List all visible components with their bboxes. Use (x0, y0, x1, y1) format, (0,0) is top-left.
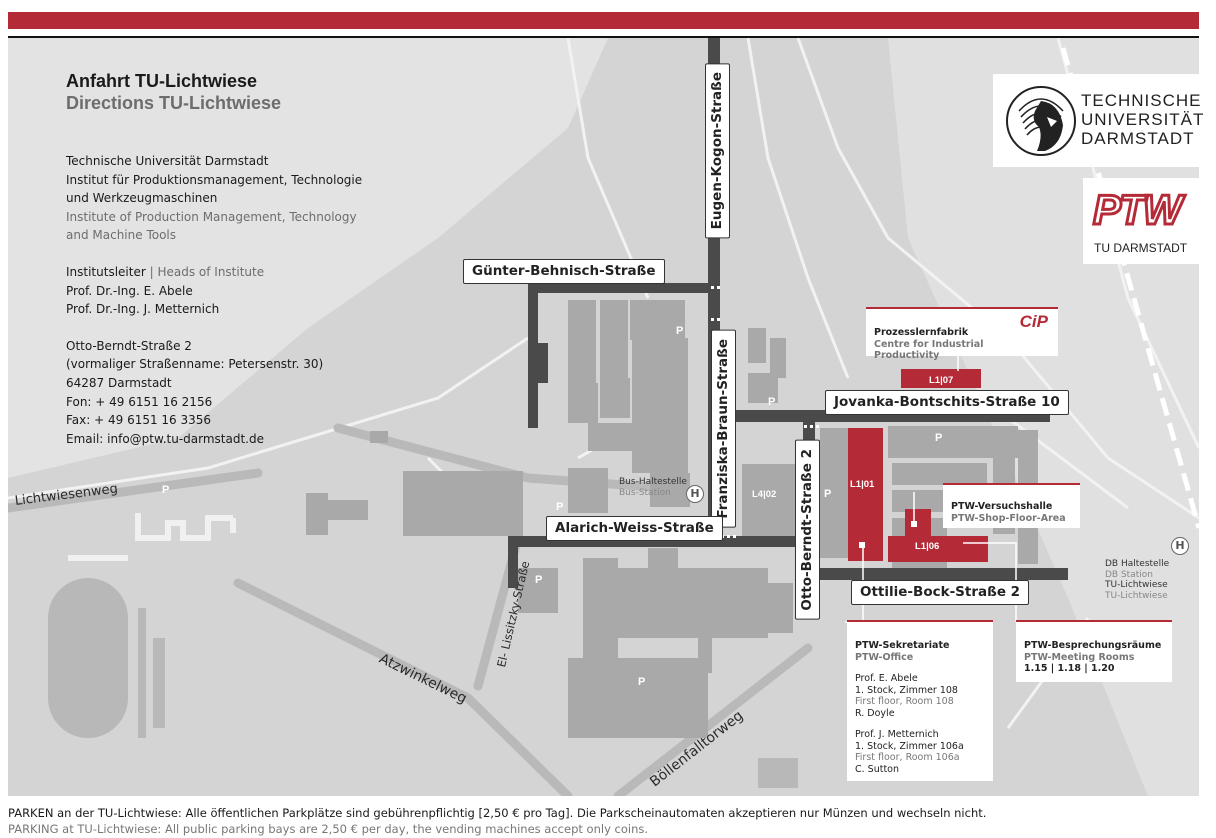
fax: Fax: + 49 6151 16 3356 (66, 413, 212, 428)
page-subtitle: Directions TU-Lichtwiese (66, 93, 282, 113)
org-line: und Werkzeugmaschinen (66, 191, 218, 206)
ptw-logo-mark: PTW (1091, 186, 1183, 233)
callout-versuchshalle[interactable]: PTW-Versuchshalle PTW-Shop-Floor-Area (943, 483, 1080, 528)
train-stop-icon: H (1171, 537, 1189, 555)
org-line-en: and Machine Tools (66, 228, 176, 243)
parking-label: P (162, 484, 170, 496)
top-divider (8, 36, 1199, 38)
tu-darmstadt-logo: TECHNISCHE UNIVERSITÄT DARMSTADT (993, 74, 1203, 167)
street-alarich-weiss: Alarich-Weiss-Straße (546, 516, 723, 541)
street-otto-berndt: Otto-Berndt-Straße 2 (795, 440, 820, 620)
street-ottilie-bock: Ottilie-Bock-Straße 2 (851, 580, 1030, 605)
cip-logo: CiP (1019, 312, 1048, 331)
parking-label: P (638, 676, 646, 688)
org-line-en: Institute of Production Management, Tech… (66, 209, 357, 224)
parking-label: P (935, 432, 943, 444)
org-line: Institut für Produktionsmanagement, Tech… (66, 172, 363, 187)
building-label: L1|07 (929, 375, 954, 386)
athena-head-icon (1006, 86, 1076, 156)
building-label: L1|06 (915, 541, 940, 552)
address-street: Otto-Berndt-Straße 2 (66, 338, 192, 353)
tu-logo-line: TECHNISCHE (1081, 91, 1202, 110)
callout-cip[interactable]: Prozesslernfabrik Centre for Industrial … (866, 307, 1058, 361)
parking-label: P (768, 396, 776, 408)
parking-label: P (676, 325, 684, 337)
org-line: Technische Universität Darmstadt (66, 154, 269, 168)
phone: Fon: + 49 6151 16 2156 (66, 394, 213, 409)
db-stop-label: DB Haltestelle DB Station TU-Lichtwiese … (1105, 559, 1170, 601)
tu-logo-line: UNIVERSITÄT (1081, 110, 1205, 129)
callout-sekretariate[interactable]: PTW-Sekretariate PTW-Office Prof. E. Abe… (847, 620, 993, 781)
heads-label: Institutsleiter | Heads of Institute (66, 264, 265, 279)
street-guenter-behnisch: Günter-Behnisch-Straße (463, 259, 665, 284)
parking-label: P (824, 488, 832, 500)
parking-label: P (535, 574, 543, 586)
tu-logo-line: DARMSTADT (1081, 129, 1195, 148)
bus-stop-icon: H (686, 485, 704, 503)
building-label: L4|02 (752, 489, 777, 500)
street-franziska-braun: Franziska-Braun-Straße (711, 330, 736, 528)
ptw-logo: PTW TU DARMSTADT (1083, 178, 1199, 264)
address-city: 64287 Darmstadt (66, 375, 172, 390)
parking-label: P (556, 501, 564, 513)
info-panel: Anfahrt TU-Lichtwiese Directions TU-Lich… (66, 70, 426, 448)
street-eugen-kogon: Eugen-Kogon-Straße (705, 63, 730, 239)
callout-besprechung[interactable]: PTW-Besprechungsräume PTW-Meeting Rooms … (1016, 620, 1172, 682)
bus-stop-label: Bus-Haltestelle Bus-Station (619, 477, 687, 498)
top-accent-bar (8, 12, 1199, 29)
ptw-logo-sub: TU DARMSTADT (1094, 241, 1188, 255)
parking-note: PARKEN an der TU-Lichtwiese: Alle öffent… (8, 805, 986, 837)
parking-note-de: PARKEN an der TU-Lichtwiese: Alle öffent… (8, 806, 987, 820)
ptw-buildings (848, 369, 988, 562)
parking-note-en: PARKING at TU-Lichtwiese: All public par… (8, 822, 649, 836)
head-name: Prof. Dr.-Ing. J. Metternich (66, 302, 220, 317)
address-former: (vormaliger Straßenname: Petersenstr. 30… (66, 357, 324, 372)
building-label: L1|01 (850, 479, 875, 490)
page-title: Anfahrt TU-Lichtwiese (66, 71, 258, 91)
street-jovanka: Jovanka-Bontschits-Straße 10 (825, 390, 1069, 415)
email-link[interactable]: Email: info@ptw.tu-darmstadt.de (66, 431, 264, 446)
head-name: Prof. Dr.-Ing. E. Abele (66, 283, 193, 298)
